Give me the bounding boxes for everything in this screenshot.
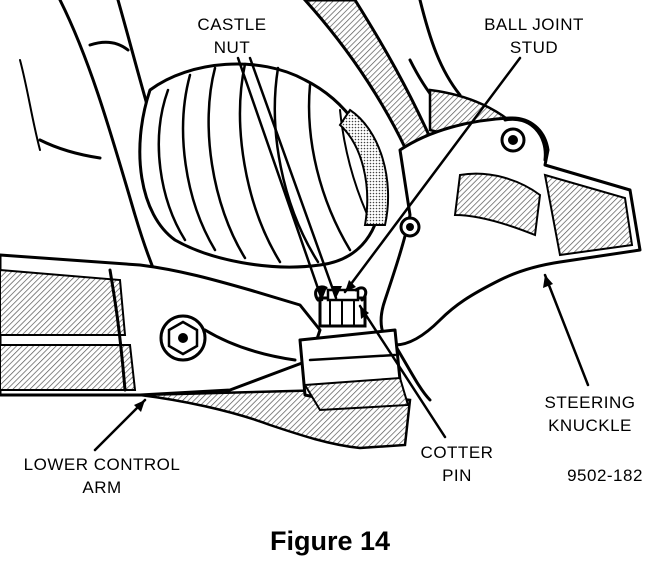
label-lower-arm-line2: ARM (82, 478, 121, 497)
label-castle-nut-line1: CASTLE (197, 15, 266, 34)
cv-boot (138, 62, 389, 269)
castle-nut (318, 288, 367, 328)
labels: CASTLE NUT BALL JOINT STUD STEERING KNUC… (24, 15, 643, 497)
label-castle-nut-line2: NUT (214, 38, 250, 57)
leader-lines (93, 56, 590, 452)
label-ball-joint-line2: STUD (510, 38, 558, 57)
figure-caption: Figure 14 (270, 526, 390, 556)
part-code: 9502-182 (567, 466, 643, 485)
label-ball-joint-line1: BALL JOINT (484, 15, 584, 34)
label-steering-line1: STEERING (545, 393, 636, 412)
illustration (0, 0, 642, 452)
label-steering-line2: KNUCKLE (548, 416, 632, 435)
label-cotter-line2: PIN (442, 466, 472, 485)
ball-joint-housing (298, 328, 410, 412)
label-cotter-line1: COTTER (421, 443, 494, 462)
steering-knuckle (379, 116, 642, 402)
label-lower-arm-line1: LOWER CONTROL (24, 455, 181, 474)
